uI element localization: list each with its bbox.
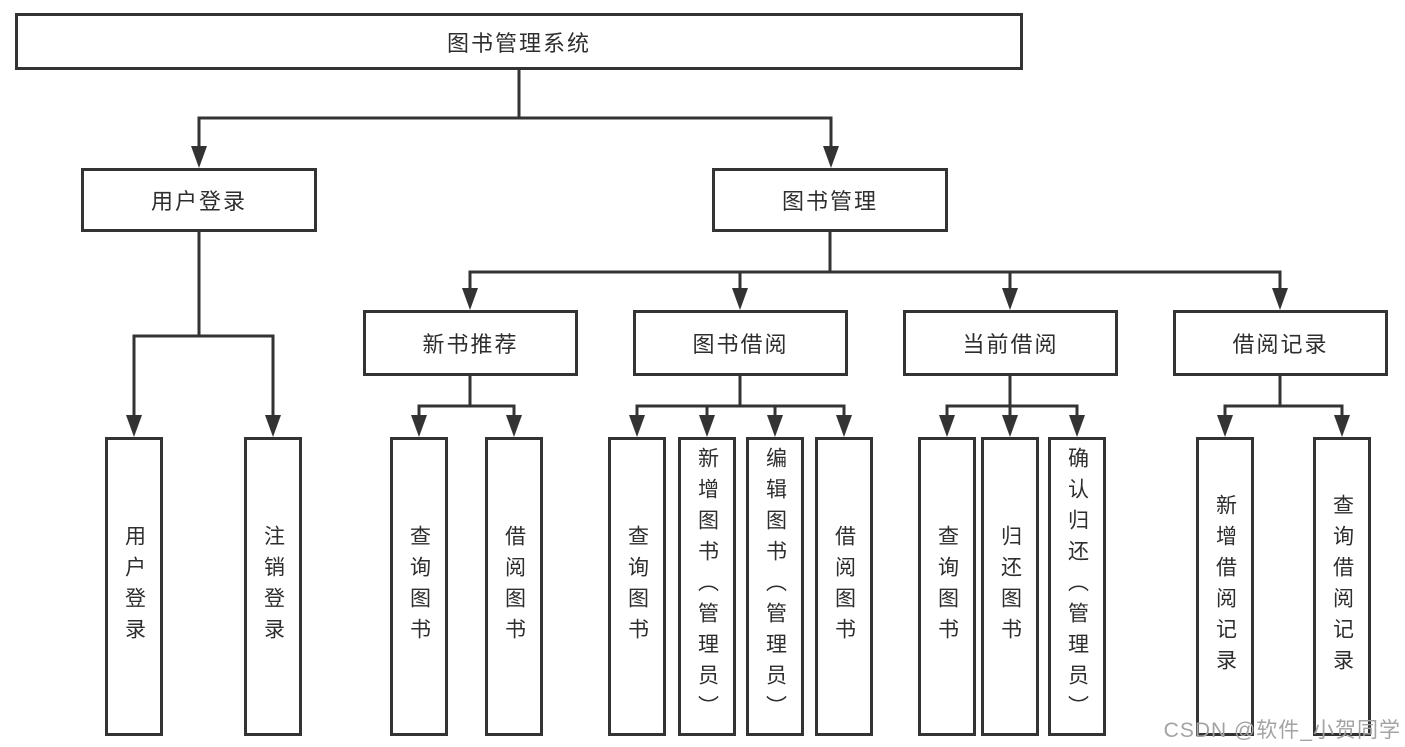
leaf-logout-label: 注销登录: [261, 524, 285, 649]
leaf-return-book: 归还图书: [981, 437, 1039, 736]
leaf-confirm-return-admin-label: 确认归还（管理员）: [1065, 447, 1089, 726]
node-root-label: 图书管理系统: [446, 30, 591, 56]
leaf-return-book-label: 归还图书: [998, 524, 1022, 649]
node-book-borrow-label: 图书借阅: [692, 332, 789, 357]
leaf-borrow-books-label: 借阅图书: [832, 524, 856, 649]
node-book-management: 图书管理: [712, 168, 948, 232]
leaf-query-books-borrow-label: 查询图书: [625, 524, 649, 649]
csdn-watermark: CSDN @软件_小贺同学: [1163, 719, 1401, 742]
leaf-add-book-admin: 新增图书（管理员）: [678, 437, 736, 736]
node-borrow-records-label: 借阅记录: [1232, 332, 1329, 357]
leaf-add-book-admin-label: 新增图书（管理员）: [695, 447, 719, 726]
node-new-book-recommend: 新书推荐: [363, 310, 578, 376]
leaf-borrow-books-recommend-label: 借阅图书: [502, 524, 526, 649]
leaf-edit-book-admin-label: 编辑图书（管理员）: [763, 447, 787, 726]
leaf-borrow-books-recommend: 借阅图书: [485, 437, 543, 736]
leaf-add-borrow-record: 新增借阅记录: [1196, 437, 1254, 736]
leaf-query-books-borrow: 查询图书: [608, 437, 666, 736]
arrowheads: [126, 146, 1350, 437]
leaf-query-books-recommend: 查询图书: [390, 437, 448, 736]
node-book-borrow: 图书借阅: [633, 310, 848, 376]
leaf-query-borrow-record: 查询借阅记录: [1313, 437, 1371, 736]
node-current-borrow: 当前借阅: [903, 310, 1118, 376]
leaf-query-books-current-label: 查询图书: [935, 524, 959, 649]
node-current-borrow-label: 当前借阅: [962, 332, 1059, 357]
node-new-book-recommend-label: 新书推荐: [422, 332, 519, 357]
leaf-edit-book-admin: 编辑图书（管理员）: [746, 437, 804, 736]
leaf-logout: 注销登录: [244, 437, 302, 736]
leaf-user-login: 用户登录: [105, 437, 163, 736]
node-borrow-records: 借阅记录: [1173, 310, 1388, 376]
node-book-management-label: 图书管理: [781, 189, 878, 214]
leaf-query-borrow-record-label: 查询借阅记录: [1330, 493, 1354, 680]
leaf-query-books-current: 查询图书: [918, 437, 976, 736]
node-user-login-label: 用户登录: [150, 189, 247, 214]
node-user-login: 用户登录: [81, 168, 317, 232]
leaf-add-borrow-record-label: 新增借阅记录: [1213, 493, 1237, 680]
leaf-confirm-return-admin: 确认归还（管理员）: [1048, 437, 1106, 736]
node-root-system: 图书管理系统: [15, 13, 1023, 70]
leaf-user-login-label: 用户登录: [122, 524, 146, 649]
leaf-query-books-recommend-label: 查询图书: [407, 524, 431, 649]
leaf-borrow-books: 借阅图书: [815, 437, 873, 736]
